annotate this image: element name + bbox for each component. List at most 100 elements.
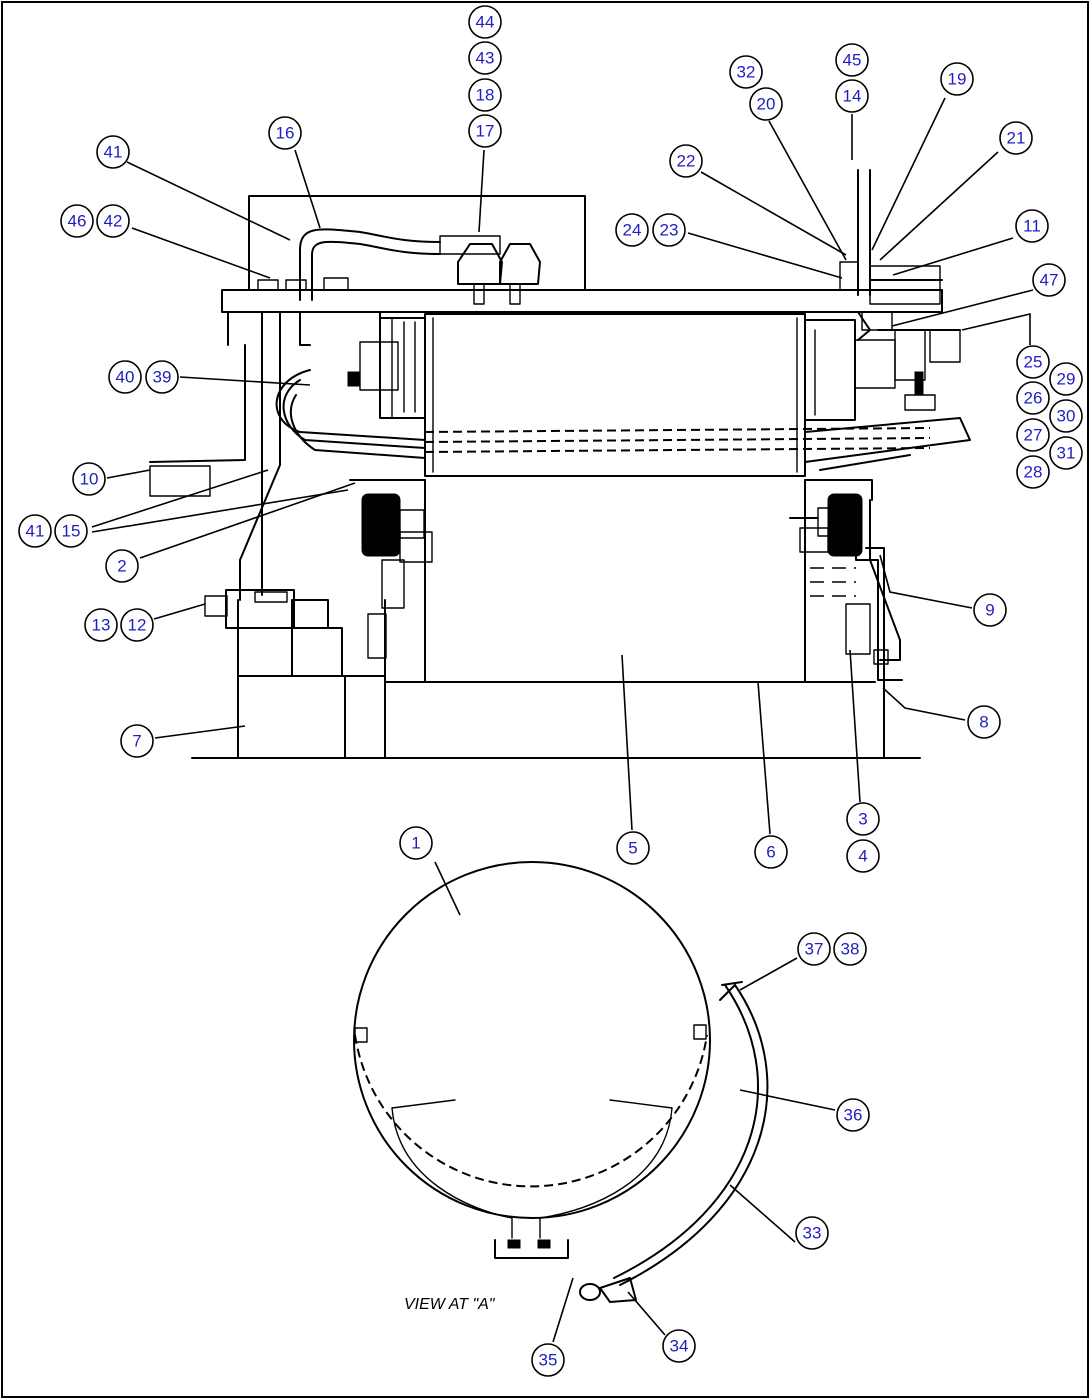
svg-text:18: 18: [476, 86, 495, 105]
svg-text:44: 44: [476, 13, 495, 32]
callout-15: 15: [54, 514, 88, 548]
callout-39: 39: [145, 360, 179, 394]
callout-29: 29: [1049, 362, 1083, 396]
callout-44: 44: [468, 5, 502, 39]
svg-text:28: 28: [1024, 463, 1043, 482]
svg-text:27: 27: [1024, 426, 1043, 445]
callout-31: 31: [1049, 436, 1083, 470]
callout-42: 42: [96, 204, 130, 238]
callout-21: 21: [999, 121, 1033, 155]
callout-40: 40: [108, 360, 142, 394]
callout-23: 23: [652, 213, 686, 247]
svg-text:41: 41: [104, 143, 123, 162]
svg-text:1: 1: [411, 834, 420, 853]
callouts: 1 2 3 4 5 6 7 8 9 10 11 12 13 14 15 16 1…: [18, 5, 1083, 1377]
svg-text:46: 46: [68, 212, 87, 231]
leader-lines: [91, 97, 1034, 1343]
callout-20: 20: [749, 87, 783, 121]
svg-text:9: 9: [985, 601, 994, 620]
callout-46: 46: [60, 204, 94, 238]
callout-37: 37: [797, 932, 831, 966]
callout-36: 36: [836, 1098, 870, 1132]
callout-43: 43: [468, 41, 502, 75]
svg-text:22: 22: [677, 152, 696, 171]
callout-41: 41: [18, 514, 52, 548]
callout-12: 12: [120, 608, 154, 642]
svg-text:24: 24: [623, 221, 642, 240]
callout-41: 41: [96, 135, 130, 169]
callout-10: 10: [72, 462, 106, 496]
callout-3: 3: [846, 802, 880, 836]
svg-text:14: 14: [843, 87, 862, 106]
callout-33: 33: [795, 1216, 829, 1250]
callout-14: 14: [835, 79, 869, 113]
svg-text:36: 36: [844, 1106, 863, 1125]
callout-35: 35: [531, 1343, 565, 1377]
callout-6: 6: [754, 835, 788, 869]
svg-text:29: 29: [1057, 370, 1076, 389]
svg-text:31: 31: [1057, 444, 1076, 463]
callout-32: 32: [729, 55, 763, 89]
svg-text:32: 32: [737, 63, 756, 82]
svg-text:35: 35: [539, 1351, 558, 1370]
view-caption: VIEW AT "A": [404, 1296, 496, 1313]
callout-26: 26: [1016, 381, 1050, 415]
svg-text:6: 6: [766, 843, 775, 862]
callout-9: 9: [973, 593, 1007, 627]
callout-17: 17: [468, 114, 502, 148]
svg-text:2: 2: [117, 557, 126, 576]
svg-text:39: 39: [153, 368, 172, 387]
svg-text:34: 34: [670, 1337, 689, 1356]
svg-text:11: 11: [1023, 217, 1041, 236]
callout-22: 22: [669, 144, 703, 178]
svg-text:25: 25: [1024, 353, 1043, 372]
svg-text:47: 47: [1040, 271, 1059, 290]
callout-38: 38: [833, 932, 867, 966]
svg-text:21: 21: [1007, 129, 1026, 148]
svg-text:37: 37: [805, 940, 824, 959]
callout-16: 16: [268, 116, 302, 150]
callout-13: 13: [84, 608, 118, 642]
callout-34: 34: [662, 1329, 696, 1363]
svg-text:16: 16: [276, 124, 295, 143]
svg-text:19: 19: [948, 70, 967, 89]
callout-27: 27: [1016, 418, 1050, 452]
callout-11: 11: [1015, 209, 1049, 243]
callout-1: 1: [399, 826, 433, 860]
svg-text:17: 17: [476, 122, 495, 141]
svg-text:30: 30: [1057, 407, 1076, 426]
callout-19: 19: [940, 62, 974, 96]
callout-28: 28: [1016, 455, 1050, 489]
svg-text:20: 20: [757, 95, 776, 114]
callout-24: 24: [615, 213, 649, 247]
callout-45: 45: [835, 43, 869, 77]
svg-text:33: 33: [803, 1224, 822, 1243]
callout-47: 47: [1032, 263, 1066, 297]
svg-text:5: 5: [628, 839, 637, 858]
callout-4: 4: [846, 839, 880, 873]
view-a-detail: [353, 861, 769, 1303]
main-assembly: [149, 169, 971, 759]
callout-8: 8: [967, 705, 1001, 739]
svg-text:23: 23: [660, 221, 679, 240]
svg-text:40: 40: [116, 368, 135, 387]
callout-25: 25: [1016, 345, 1050, 379]
svg-text:12: 12: [128, 616, 147, 635]
svg-text:3: 3: [858, 810, 867, 829]
svg-text:41: 41: [26, 522, 45, 541]
svg-text:4: 4: [858, 847, 867, 866]
callout-7: 7: [120, 724, 154, 758]
svg-text:7: 7: [132, 732, 141, 751]
svg-text:43: 43: [476, 49, 495, 68]
svg-text:26: 26: [1024, 389, 1043, 408]
svg-text:8: 8: [979, 713, 988, 732]
svg-text:42: 42: [104, 212, 123, 231]
callout-5: 5: [616, 831, 650, 865]
svg-text:38: 38: [841, 940, 860, 959]
svg-text:15: 15: [62, 522, 81, 541]
svg-text:10: 10: [80, 470, 99, 489]
callout-30: 30: [1049, 399, 1083, 433]
svg-text:13: 13: [92, 616, 111, 635]
